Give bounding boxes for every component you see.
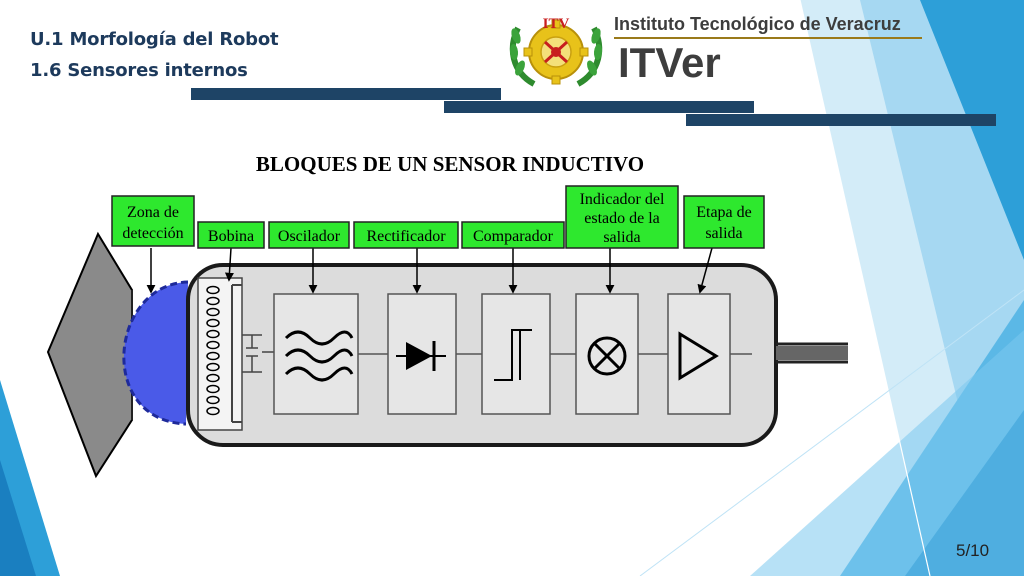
lamp-symbol xyxy=(587,336,627,376)
wave-symbol xyxy=(284,330,354,382)
logo-rule xyxy=(614,37,922,39)
label-oscillator-text: Oscilador xyxy=(278,228,341,245)
label-pointers xyxy=(146,247,713,294)
label-output-stage xyxy=(683,195,765,249)
diagram-title: BLOQUES DE UN SENSOR INDUCTIVO xyxy=(256,152,644,176)
slide-title-unit: U.1 Morfología del Robot xyxy=(30,29,279,50)
label-rectifier-text: Rectificador xyxy=(366,228,446,245)
institution-abbreviation: ITVer xyxy=(618,39,721,86)
label-output-stage-line1: Etapa de xyxy=(696,204,752,221)
label-detection-zone xyxy=(111,195,195,247)
label-oscillator xyxy=(268,221,350,249)
coil-symbol xyxy=(197,277,243,431)
label-output-indicator-line1: Indicador del xyxy=(580,191,665,208)
detection-zone-field xyxy=(123,282,188,424)
slide-title-topic: 1.6 Sensores internos xyxy=(30,60,248,81)
metal-target xyxy=(46,231,133,479)
header-band-3 xyxy=(686,114,996,126)
label-output-indicator xyxy=(565,185,679,249)
output-stage-block xyxy=(667,293,731,415)
page-number: 5/10 xyxy=(956,541,990,560)
label-rectifier xyxy=(353,221,459,249)
comparator-block xyxy=(481,293,551,415)
label-detection-zone-line2: detección xyxy=(122,225,183,242)
label-output-stage-line2: salida xyxy=(705,225,742,242)
hysteresis-symbol xyxy=(494,329,532,381)
capacitor-symbol xyxy=(242,334,274,373)
label-output-indicator-line2: estado de la xyxy=(584,210,660,227)
label-comparator-text: Comparador xyxy=(473,228,554,245)
header-band-2 xyxy=(444,101,754,113)
itver-logo-emblem: ITV xyxy=(509,16,603,87)
logo-badge-text: ITV xyxy=(543,16,570,32)
label-output-indicator-line3: salida xyxy=(603,229,640,246)
label-coil-text: Bobina xyxy=(208,228,254,245)
label-detection-zone-line1: Zona de xyxy=(127,204,179,221)
diode-symbol xyxy=(396,341,446,371)
amplifier-symbol xyxy=(678,331,719,381)
header-band-1 xyxy=(191,88,501,100)
label-comparator xyxy=(461,221,565,249)
institution-name: Instituto Tecnológico de Veracruz xyxy=(614,14,901,34)
output-cable xyxy=(776,346,848,360)
label-coil xyxy=(197,221,265,249)
